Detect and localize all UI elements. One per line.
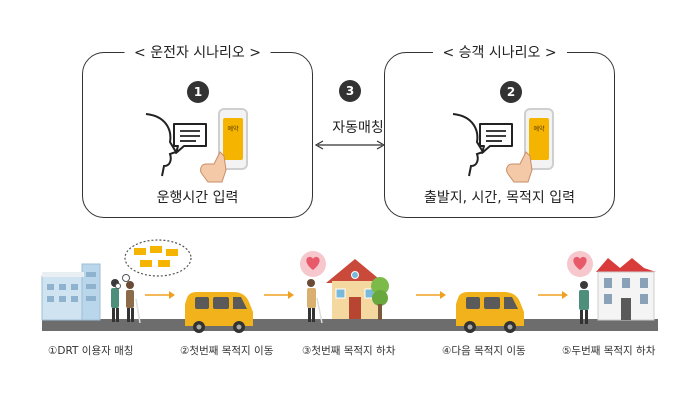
passenger-standing-icon bbox=[579, 281, 589, 324]
driver-scenario-box: < 운전자 시나리오 > 1 운행시간 입력 bbox=[82, 42, 313, 218]
phone-screen: 예약 bbox=[223, 118, 243, 160]
progress-arrow-icon bbox=[538, 291, 568, 299]
stage-3-label: ③첫번째 목적지 하차 bbox=[302, 345, 396, 357]
passenger-couple-icon bbox=[111, 279, 141, 324]
heart-icon bbox=[567, 251, 593, 277]
drt-van-icon bbox=[456, 292, 524, 333]
thought-bubble-icon bbox=[115, 239, 192, 289]
passenger-input-caption: 출발지, 시간, 목적지 입력 bbox=[423, 190, 576, 206]
step-1-badge: 1 bbox=[187, 81, 209, 103]
house-icon bbox=[326, 259, 384, 319]
drt-van-icon bbox=[185, 292, 253, 333]
step-3-badge: 3 bbox=[339, 80, 361, 102]
auto-matching-label: 자동매칭 bbox=[332, 120, 384, 136]
step-2-badge: 2 bbox=[500, 81, 522, 103]
stage-4-label: ④다음 목적지 이동 bbox=[442, 345, 526, 357]
speech-bubble-icon bbox=[173, 123, 207, 154]
progress-arrow-icon bbox=[416, 291, 446, 299]
driver-scenario-title: < 운전자 시나리오 > bbox=[124, 42, 271, 62]
driver-input-caption: 운행시간 입력 bbox=[156, 190, 239, 206]
progress-arrow-icon bbox=[145, 291, 175, 299]
stage-2-label: ②첫번째 목적지 이동 bbox=[180, 345, 274, 357]
face-profile-icon bbox=[452, 113, 485, 177]
office-building-icon bbox=[41, 263, 101, 321]
hand-tap-icon bbox=[200, 151, 227, 183]
face-profile-icon bbox=[145, 113, 178, 177]
passenger-scenario-title: < 승객 시나리오 > bbox=[432, 42, 567, 62]
townhouse-icon bbox=[596, 258, 656, 321]
phone-screen-label: 예약 bbox=[533, 126, 545, 133]
stage-1-label: ①DRT 이용자 매칭 bbox=[48, 345, 134, 357]
hand-tap-icon bbox=[506, 151, 533, 183]
speech-bubble-icon bbox=[479, 123, 513, 154]
passenger-with-cane-icon bbox=[307, 279, 323, 324]
heart-icon bbox=[300, 251, 326, 277]
tree-icon bbox=[371, 277, 389, 320]
progress-arrow-icon bbox=[264, 291, 294, 299]
phone-screen: 예약 bbox=[529, 118, 549, 160]
phone-screen-label: 예약 bbox=[227, 126, 239, 133]
stage-5-label: ⑤두번째 목적지 하차 bbox=[562, 345, 656, 357]
